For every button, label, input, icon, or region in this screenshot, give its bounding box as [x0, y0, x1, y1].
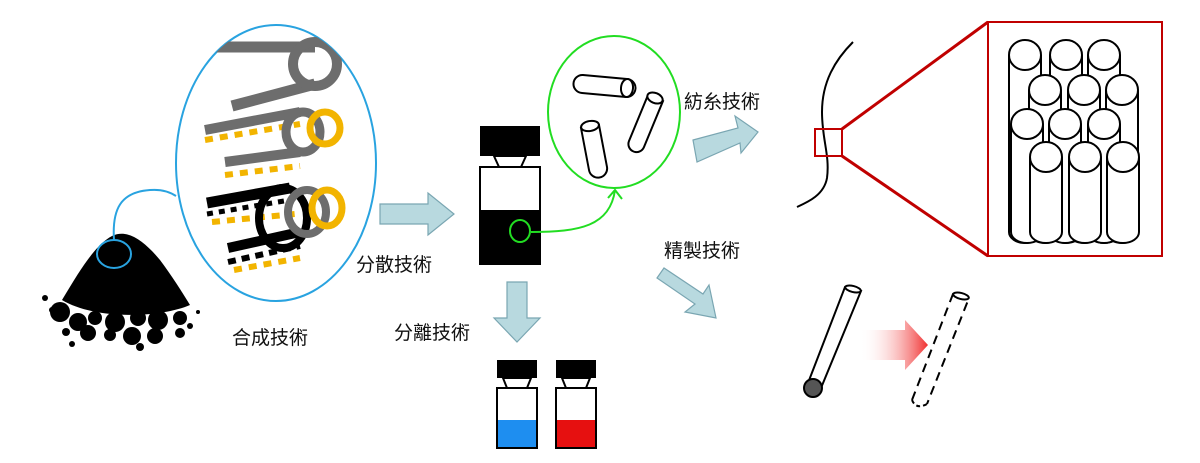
- nanotube-growth-illustration: [204, 37, 346, 273]
- bundle-tube-cap: [1029, 141, 1063, 173]
- fiber-zoom-box: [814, 128, 843, 157]
- bundle-tube-cap: [1049, 39, 1083, 71]
- magnify-connector-line: [112, 188, 177, 241]
- separated-vial-blue: [496, 360, 538, 449]
- arrow-dispersion-to-separation: [492, 281, 542, 343]
- zoom-line-top: [841, 20, 989, 131]
- zoom-line-bottom: [841, 154, 989, 258]
- arrow-to-purification: [656, 267, 717, 319]
- bundle-tube-cap: [1087, 108, 1121, 140]
- arrow-to-spinning: [692, 114, 759, 163]
- dispersion-highlight-circle: [509, 219, 531, 243]
- bundle-tube-cap: [1068, 141, 1102, 173]
- label-dispersion: 分散技術: [356, 254, 432, 276]
- soot-pile: [42, 233, 200, 351]
- bundle-tube-cap: [1010, 108, 1044, 140]
- tube-with-catalyst: [803, 284, 863, 398]
- bundle-tube-body: [1029, 157, 1063, 244]
- label-synthesis: 合成技術: [232, 327, 308, 349]
- aligned-nanotube-bundle: [1008, 39, 1140, 244]
- dispersion-connector-line: [530, 189, 616, 233]
- purified-tube: [911, 291, 971, 408]
- dispersion-connector-arrowhead: [607, 188, 623, 200]
- dispersion-vial: [479, 126, 541, 265]
- arrow-synthesis-to-dispersion: [379, 191, 455, 237]
- bundle-tube-cap: [1106, 141, 1140, 173]
- dispersed-tubes: [572, 73, 665, 179]
- dispersion-magnified-circle: [547, 35, 681, 189]
- heat-arrow: [860, 320, 928, 370]
- bundle-tube-cap: [1087, 39, 1121, 71]
- spun-fiber: [796, 41, 854, 208]
- bundle-tube-cap: [1048, 108, 1082, 140]
- bundle-tube-body: [1068, 157, 1102, 244]
- bundle-tube-body: [1106, 157, 1140, 244]
- separated-vial-red: [555, 360, 597, 449]
- bundle-tube-cap: [1067, 74, 1101, 106]
- bundle-tube-cap: [1028, 74, 1062, 106]
- label-spinning: 紡糸技術: [684, 91, 760, 113]
- bundle-tube-cap: [1008, 39, 1042, 71]
- bundle-tube-cap: [1105, 74, 1139, 106]
- label-separation: 分離技術: [394, 322, 470, 344]
- synthesis-magnified-ellipse: [175, 24, 377, 302]
- label-purification: 精製技術: [664, 240, 740, 262]
